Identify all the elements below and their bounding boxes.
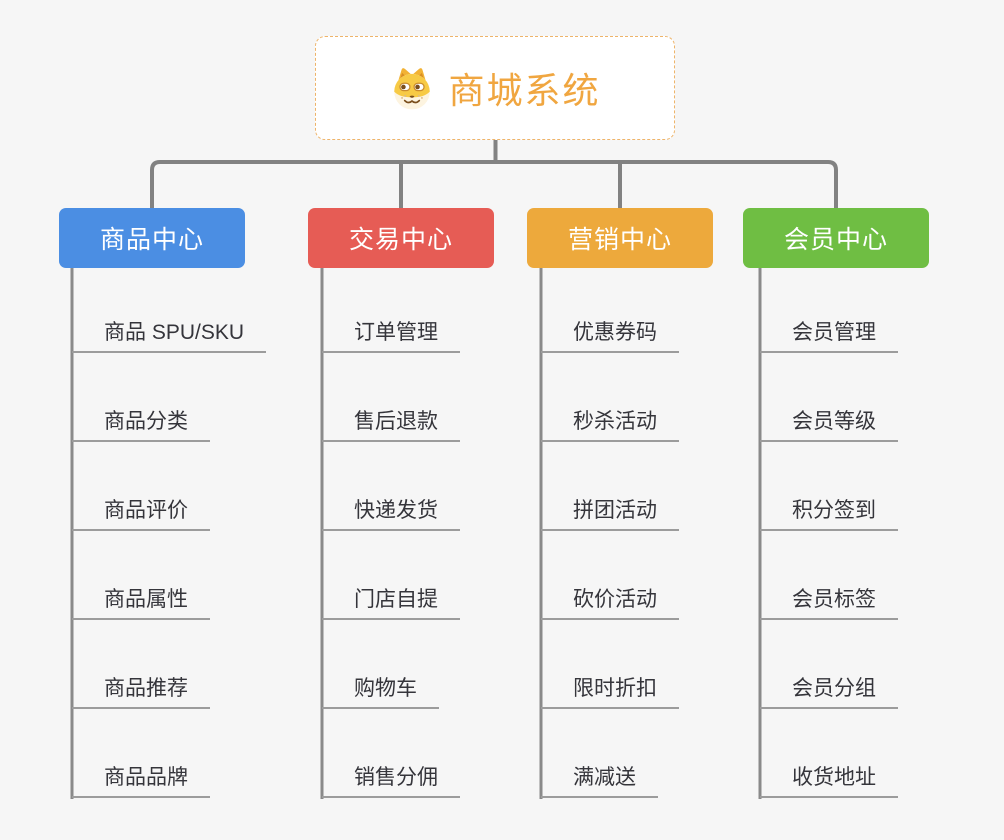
- leaf-label: 会员标签: [792, 588, 876, 611]
- branch-label: 商品中心: [99, 226, 204, 254]
- node-marketing-center[interactable]: 营销中心: [527, 208, 713, 268]
- node-shopping-cart[interactable]: 购物车: [322, 675, 439, 709]
- leaf-label: 门店自提: [354, 588, 438, 611]
- node-shipping-address[interactable]: 收货地址: [760, 764, 898, 798]
- node-product-review[interactable]: 商品评价: [72, 497, 210, 531]
- leaf-label: 会员等级: [792, 410, 876, 433]
- node-coupon-code[interactable]: 优惠券码: [541, 319, 679, 353]
- node-product-spu-sku[interactable]: 商品 SPU/SKU: [72, 319, 267, 353]
- leaf-label: 售后退款: [354, 410, 438, 433]
- node-points-checkin[interactable]: 积分签到: [760, 497, 898, 531]
- node-bargain-activity[interactable]: 砍价活动: [541, 586, 679, 620]
- node-product-center[interactable]: 商品中心: [59, 208, 245, 268]
- leaf-label: 商品评价: [104, 499, 188, 522]
- leaf-label: 收货地址: [792, 766, 876, 789]
- root-node-mall-system[interactable]: 商城系统: [315, 36, 675, 140]
- leaf-label: 满减送: [573, 766, 636, 789]
- leaf-label: 拼团活动: [573, 499, 657, 522]
- leaf-label: 会员管理: [792, 321, 876, 344]
- leaf-label: 订单管理: [354, 321, 438, 344]
- leaf-label: 商品属性: [104, 588, 188, 611]
- node-member-tag[interactable]: 会员标签: [760, 586, 898, 620]
- leaf-label: 会员分组: [792, 677, 876, 700]
- leaf-label: 商品 SPU/SKU: [104, 321, 245, 344]
- node-store-pickup[interactable]: 门店自提: [322, 586, 460, 620]
- node-member-management[interactable]: 会员管理: [760, 319, 898, 353]
- branch-label: 交易中心: [348, 226, 453, 254]
- leaf-label: 限时折扣: [573, 677, 657, 700]
- leaf-label: 商品分类: [104, 410, 188, 433]
- leaf-label: 购物车: [354, 677, 417, 700]
- node-flash-sale[interactable]: 秒杀活动: [541, 408, 679, 442]
- node-trade-center[interactable]: 交易中心: [308, 208, 494, 268]
- node-product-brand[interactable]: 商品品牌: [72, 764, 210, 798]
- branch-label: 营销中心: [567, 226, 672, 254]
- leaf-label: 优惠券码: [573, 321, 657, 344]
- node-order-management[interactable]: 订单管理: [322, 319, 460, 353]
- node-after-sales-refund[interactable]: 售后退款: [322, 408, 460, 442]
- node-product-attribute[interactable]: 商品属性: [72, 586, 210, 620]
- leaf-label: 商品推荐: [104, 677, 188, 700]
- leaf-label: 积分签到: [792, 499, 876, 522]
- leaf-label: 销售分佣: [354, 766, 438, 789]
- leaf-label: 砍价活动: [573, 588, 657, 611]
- leaf-label: 商品品牌: [104, 766, 188, 789]
- node-full-reduction[interactable]: 满减送: [541, 764, 658, 798]
- leaf-label: 快递发货: [354, 499, 438, 522]
- node-product-category[interactable]: 商品分类: [72, 408, 210, 442]
- node-member-center[interactable]: 会员中心: [743, 208, 929, 268]
- node-sales-commission[interactable]: 销售分佣: [322, 764, 460, 798]
- node-product-recommend[interactable]: 商品推荐: [72, 675, 210, 709]
- branch-label: 会员中心: [783, 226, 888, 254]
- node-limited-time-discount[interactable]: 限时折扣: [541, 675, 679, 709]
- dog-face-icon: [394, 68, 431, 110]
- leaf-label: 秒杀活动: [573, 410, 657, 433]
- node-group-buy[interactable]: 拼团活动: [541, 497, 679, 531]
- node-express-delivery[interactable]: 快递发货: [322, 497, 460, 531]
- node-member-level[interactable]: 会员等级: [760, 408, 898, 442]
- node-member-group[interactable]: 会员分组: [760, 675, 898, 709]
- branch-bus-line: [150, 160, 838, 208]
- root-node-label: 商城系统: [448, 70, 601, 111]
